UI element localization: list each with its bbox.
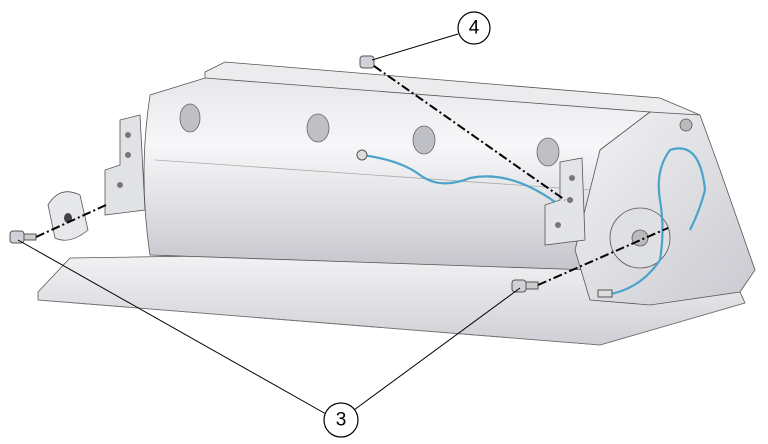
- right-bracket-holes: [555, 175, 575, 228]
- wire-spade-terminal: [597, 289, 613, 298]
- housing-ridge: [154, 159, 591, 191]
- callout-4: 4: [457, 11, 491, 45]
- ground-wire-2: [604, 147, 707, 297]
- wire-ring-terminal: [356, 149, 368, 161]
- leader-lines: [17, 33, 521, 415]
- ground-wire-1: [361, 153, 556, 203]
- assembly-axis-lines: [35, 65, 669, 286]
- callout-4-label: 4: [469, 18, 480, 39]
- left-bracket: [104, 114, 146, 216]
- callout-3: 3: [323, 402, 359, 438]
- screw-3-left: [9, 230, 37, 244]
- right-bracket: [544, 157, 586, 246]
- base-plate-edge: [37, 299, 746, 346]
- screw-3-right: [511, 279, 539, 293]
- mounting-holes: [179, 103, 560, 167]
- cap-screw: [679, 118, 693, 132]
- screw-4: [359, 55, 375, 69]
- left-bracket-holes: [117, 132, 131, 188]
- callout-3-label: 3: [336, 410, 347, 431]
